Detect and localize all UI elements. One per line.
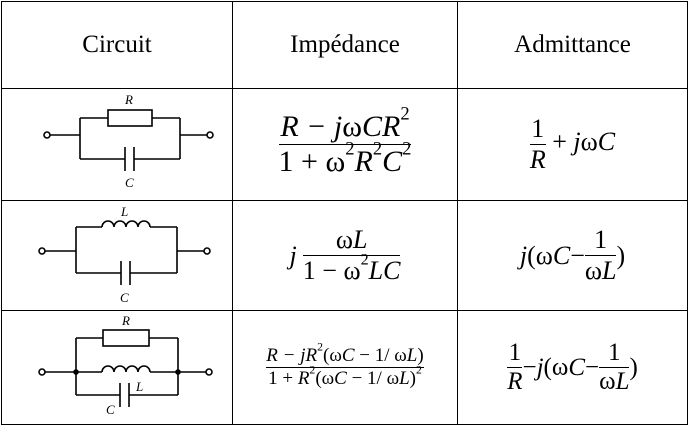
- header-row: Circuit Impédance Admittance: [1, 1, 688, 89]
- header-circuit: Circuit: [1, 1, 233, 89]
- capacitor-label: C: [106, 402, 115, 417]
- impedance-fraction: ωL 1 − ω2LC: [302, 225, 401, 285]
- table-row: R C R − jωCR2 1 + ω2R2C2 1 R + jωC: [1, 88, 688, 201]
- inductor-label: L: [135, 379, 143, 394]
- header-admittance: Admittance: [457, 1, 688, 89]
- circuit-cell-rc: R C: [1, 88, 233, 201]
- impedance-fraction: R − jR2(ωC − 1/ ωL) 1 + R2(ωC − 1/ ωL)2: [266, 340, 424, 390]
- rc-parallel-circuit-diagram: R C: [43, 92, 214, 190]
- admittance-fraction: 1 R: [529, 114, 546, 174]
- capacitor-label: C: [125, 175, 134, 190]
- admittance-fraction-2: 1 ωL: [599, 339, 630, 395]
- fraction-bar: [266, 367, 424, 368]
- capacitor-label: C: [120, 290, 129, 305]
- fraction-bar: [278, 144, 412, 145]
- resistor-label: R: [121, 313, 130, 328]
- circuit-cell-lc: L C: [1, 200, 233, 311]
- circuit-cell-rlc: R L C: [1, 310, 233, 425]
- lc-parallel-circuit-diagram: L C: [38, 204, 211, 305]
- impedance-expression: j ωL 1 − ω2LC: [289, 225, 401, 285]
- rlc-parallel-circuit-diagram: R L C: [38, 313, 213, 417]
- impedance-cell-rc: R − jωCR2 1 + ω2R2C2: [232, 88, 458, 201]
- admittance-fraction: 1 ωL: [584, 225, 617, 285]
- table-row: R L C R − jR2(ωC − 1/ ωL) 1 + R2(ωC − 1/…: [1, 310, 688, 425]
- impedance-cell-rlc: R − jR2(ωC − 1/ ωL) 1 + R2(ωC − 1/ ωL)2: [232, 310, 458, 425]
- impedance-numerator: R − jR2(ωC − 1/ ωL): [266, 340, 424, 366]
- impedance-denominator: 1 + R2(ωC − 1/ ωL)2: [268, 363, 422, 389]
- inductor-label: L: [120, 204, 128, 219]
- admittance-fraction-1: 1 R: [507, 339, 523, 395]
- impedance-cell-lc: j ωL 1 − ω2LC: [232, 200, 458, 311]
- resistor-label: R: [124, 92, 133, 107]
- header-impedance: Impédance: [232, 1, 458, 89]
- admittance-cell-rc: 1 R + jωC: [457, 88, 688, 201]
- impedance-denominator: 1 + ω2R2C2: [278, 138, 412, 178]
- admittance-expression: 1 R + jωC: [529, 114, 616, 174]
- impedance-numerator: R − jωCR2: [280, 103, 410, 143]
- impedance-fraction: R − jωCR2 1 + ω2R2C2: [278, 103, 412, 179]
